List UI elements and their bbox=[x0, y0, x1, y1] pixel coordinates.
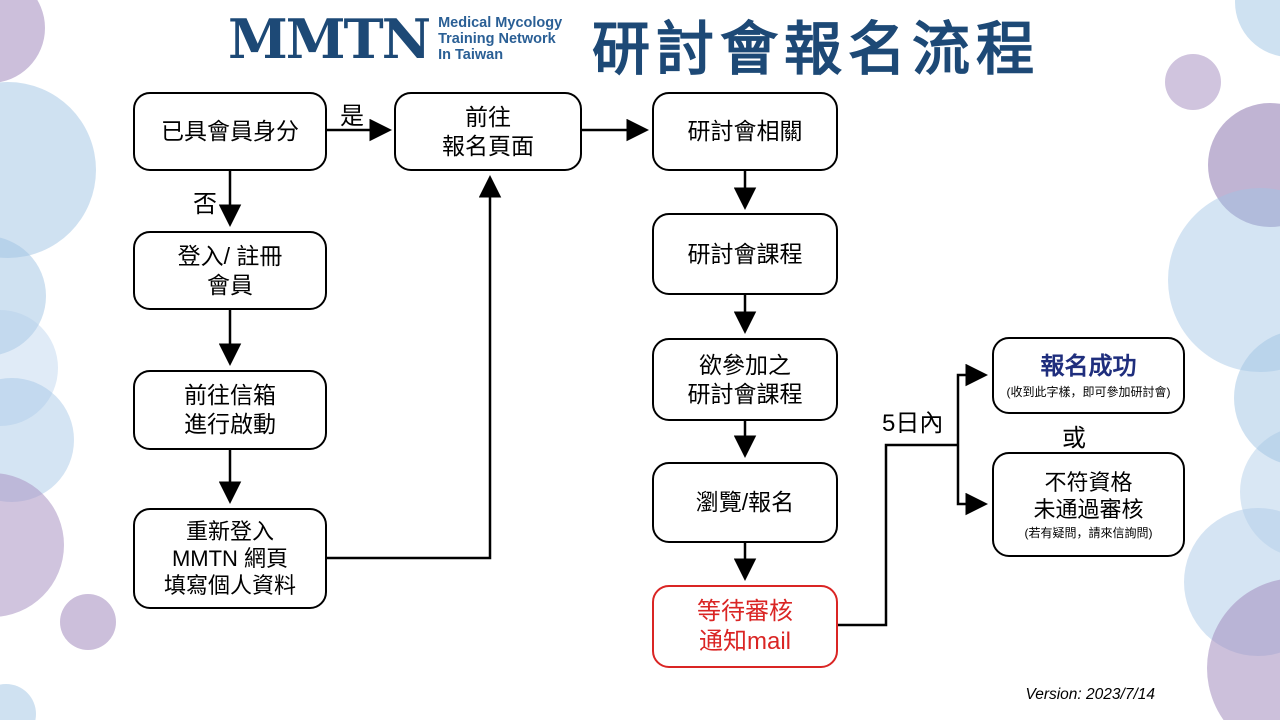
flow-node-activate-mailbox: 前往信箱 進行啟動 bbox=[133, 370, 327, 450]
flow-node-desired-course: 欲參加之 研討會課程 bbox=[652, 338, 838, 421]
flow-node-goto-registration-page: 前往 報名頁面 bbox=[394, 92, 582, 171]
edge-label-yes: 是 bbox=[340, 103, 364, 130]
decor-circle bbox=[1165, 54, 1221, 110]
logo-wordmark: MMTN bbox=[228, 7, 431, 71]
page-title: 研討會報名流程 bbox=[592, 17, 1041, 82]
flow-node-registration-success: 報名成功 (收到此字樣，即可參加研討會) bbox=[992, 337, 1185, 414]
logo-subtitle: Medical Mycology Training Network In Tai… bbox=[438, 14, 563, 64]
flow-node-seminar-courses: 研討會課程 bbox=[652, 213, 838, 295]
version-text: Version: 2023/7/14 bbox=[1025, 686, 1155, 703]
decor-circle bbox=[60, 594, 116, 650]
flow-node-not-qualified: 不符資格 未通過審核 (若有疑問，請來信詢問) bbox=[992, 452, 1185, 557]
mmtn-logo: MMTN Medical Mycology Training Network I… bbox=[228, 12, 562, 66]
flow-node-member-status: 已具會員身分 bbox=[133, 92, 327, 171]
flow-node-login-register: 登入/ 註冊 會員 bbox=[133, 231, 327, 310]
flow-node-seminar-related: 研討會相關 bbox=[652, 92, 838, 171]
flow-node-wait-review-mail: 等待審核 通知mail bbox=[652, 585, 838, 668]
edge-label-or: 或 bbox=[1062, 425, 1086, 452]
edge-label-within-5-days: 5日內 bbox=[882, 410, 944, 437]
flow-node-relogin-fill-profile: 重新登入 MMTN 網頁 填寫個人資料 bbox=[133, 508, 327, 609]
edge-label-no: 否 bbox=[193, 191, 217, 218]
flow-node-browse-register: 瀏覽/報名 bbox=[652, 462, 838, 543]
